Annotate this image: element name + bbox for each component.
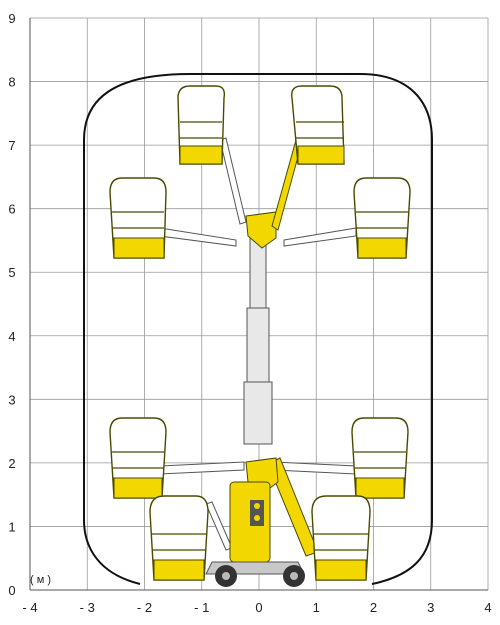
envelope-layer bbox=[83, 73, 433, 585]
working-envelope bbox=[83, 73, 433, 585]
x-tick-label: - 4 bbox=[22, 600, 37, 615]
y-tick-label: 2 bbox=[8, 456, 15, 471]
x-tick-label: 3 bbox=[427, 600, 434, 615]
y-tick-label: 5 bbox=[8, 265, 15, 280]
basket-ground-right bbox=[311, 495, 371, 581]
axis-tick-labels: - 4 - 3 - 2 - 1 0 1 2 3 4 0 1 2 3 4 5 6 7 8 9 bbox=[8, 11, 491, 615]
lower-jib-arms bbox=[159, 457, 357, 557]
basket-low-right bbox=[351, 417, 409, 499]
y-tick-label: 9 bbox=[8, 11, 15, 26]
jib-arm-low-right bbox=[273, 461, 357, 475]
basket-upper-right bbox=[291, 85, 345, 165]
upper-jib-arms bbox=[159, 137, 357, 247]
jib-arm-mid-right bbox=[283, 227, 357, 247]
y-tick-label: 7 bbox=[8, 138, 15, 153]
x-tick-label: 4 bbox=[484, 600, 491, 615]
jib-arm-low-left bbox=[159, 461, 245, 475]
basket-mid-right bbox=[353, 177, 411, 259]
basket-upper-left bbox=[177, 85, 226, 165]
y-tick-label: 1 bbox=[8, 519, 15, 534]
x-tick-label: 1 bbox=[313, 600, 320, 615]
control-knob-icon bbox=[254, 503, 260, 509]
basket-mid-left bbox=[109, 177, 167, 259]
jib-arm-mid-left bbox=[159, 227, 237, 247]
y-tick-label: 3 bbox=[8, 392, 15, 407]
y-tick-label: 8 bbox=[8, 75, 15, 90]
x-tick-label: - 2 bbox=[137, 600, 152, 615]
basket-ground-left bbox=[149, 495, 209, 581]
mast-section-bottom bbox=[243, 381, 273, 445]
machine-chassis bbox=[205, 481, 305, 587]
jib-arm-ground-left bbox=[205, 501, 233, 551]
basket-low-left bbox=[109, 417, 167, 499]
control-knob-icon bbox=[254, 515, 260, 521]
control-panel bbox=[250, 500, 264, 526]
x-tick-label: - 3 bbox=[80, 600, 95, 615]
x-tick-label: 0 bbox=[255, 600, 262, 615]
x-tick-label: 2 bbox=[370, 600, 377, 615]
y-tick-label: 6 bbox=[8, 202, 15, 217]
x-tick-label: - 1 bbox=[194, 600, 209, 615]
mast-head bbox=[245, 211, 277, 249]
y-tick-label: 0 bbox=[8, 583, 15, 598]
jib-arm-upper-left bbox=[219, 137, 247, 225]
mast-section-middle bbox=[246, 307, 270, 385]
telescopic-mast bbox=[243, 211, 277, 445]
y-tick-label: 4 bbox=[8, 329, 15, 344]
unit-label: ( м ) bbox=[30, 574, 51, 586]
